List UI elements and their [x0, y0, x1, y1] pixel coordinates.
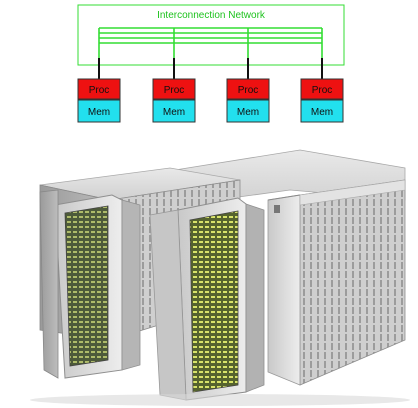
cabinet-left-open	[39, 189, 141, 379]
network-bus	[98, 27, 323, 58]
processor-node-2: Proc Mem	[152, 58, 196, 123]
mem-label: Mem	[88, 107, 110, 118]
mem-box	[226, 99, 270, 123]
proc-label: Proc	[238, 85, 259, 96]
mem-label: Mem	[237, 107, 259, 118]
mem-box	[300, 99, 344, 123]
proc-label: Proc	[312, 85, 333, 96]
mem-box	[77, 99, 121, 123]
proc-box	[152, 78, 196, 100]
processor-node-3: Proc Mem	[226, 58, 270, 123]
proc-label: Proc	[89, 85, 110, 96]
mem-box	[152, 99, 196, 123]
mem-label: Mem	[311, 107, 333, 118]
cabinet-center-open	[149, 197, 265, 401]
proc-box	[300, 78, 344, 100]
proc-box	[77, 78, 121, 100]
proc-box	[226, 78, 270, 100]
processor-node-1: Proc Mem	[77, 58, 121, 123]
parallel-architecture-diagram: Interconnection Network Proc Mem Proc Me…	[77, 4, 345, 123]
floor-shadow	[30, 394, 410, 406]
interconnection-network-frame	[77, 4, 345, 66]
proc-label: Proc	[164, 85, 185, 96]
cabinet-right-panel	[274, 179, 406, 213]
mem-label: Mem	[163, 107, 185, 118]
processor-node-4: Proc Mem	[300, 58, 344, 123]
cabinet-row-back	[174, 149, 406, 386]
interconnection-network-label: Interconnection Network	[157, 10, 266, 21]
